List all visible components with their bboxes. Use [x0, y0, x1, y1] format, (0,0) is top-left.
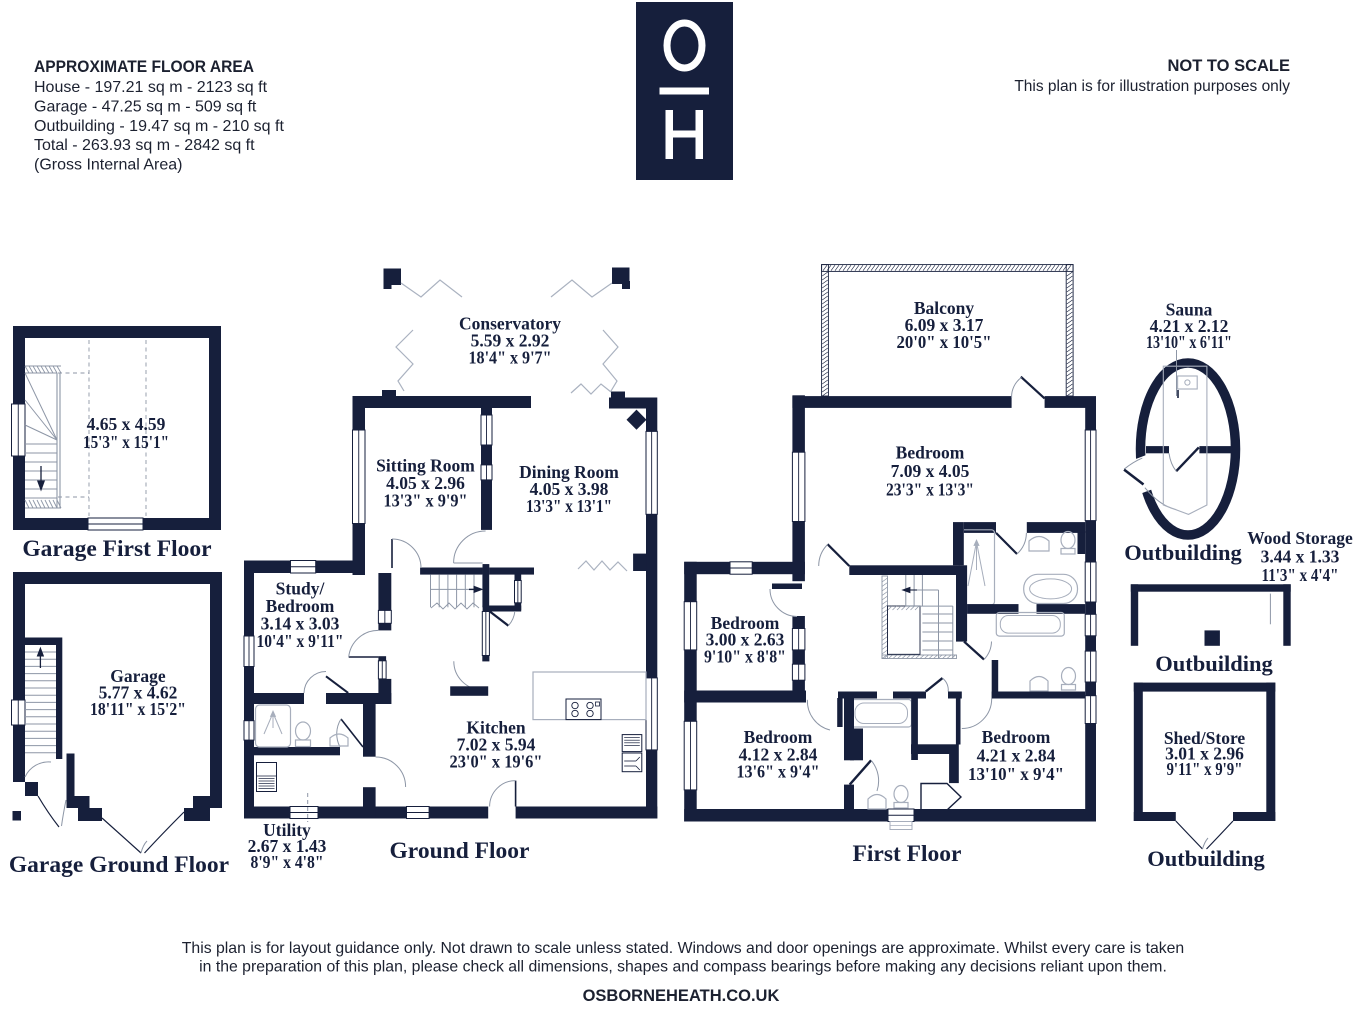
svg-text:4.65 x 4.59: 4.65 x 4.59	[87, 414, 166, 434]
svg-text:(Gross Internal Area): (Gross Internal Area)	[34, 157, 183, 174]
svg-text:First Floor: First Floor	[853, 841, 962, 867]
svg-text:House - 197.21 sq m - 2123 sq: House - 197.21 sq m - 2123 sq ft	[34, 79, 268, 96]
svg-text:Bedroom: Bedroom	[982, 727, 1051, 747]
svg-text:Garage Ground Floor: Garage Ground Floor	[9, 852, 229, 878]
svg-text:13'10" x 9'4": 13'10" x 9'4"	[968, 764, 1064, 784]
svg-text:Wood Storage: Wood Storage	[1247, 528, 1353, 548]
svg-text:Outbuilding: Outbuilding	[1124, 540, 1242, 565]
svg-text:13'6" x 9'4": 13'6" x 9'4"	[737, 762, 820, 782]
svg-text:9'10" x 8'8": 9'10" x 8'8"	[704, 646, 786, 666]
svg-text:Garage First Floor: Garage First Floor	[22, 536, 211, 562]
svg-text:Dining Room: Dining Room	[519, 462, 619, 482]
svg-text:Garage: Garage	[110, 666, 166, 686]
svg-text:18'4" x 9'7": 18'4" x 9'7"	[469, 348, 552, 368]
svg-text:Balcony: Balcony	[914, 298, 975, 318]
svg-text:Bedroom: Bedroom	[266, 596, 335, 616]
svg-text:Shed/Store: Shed/Store	[1164, 728, 1246, 748]
svg-text:20'0" x 10'5": 20'0" x 10'5"	[897, 332, 992, 352]
svg-text:8'9" x 4'8": 8'9" x 4'8"	[251, 852, 324, 872]
svg-text:3.00 x 2.63: 3.00 x 2.63	[706, 630, 785, 650]
svg-text:13'3" x 9'9": 13'3" x 9'9"	[384, 491, 468, 511]
svg-text:4.12 x 2.84: 4.12 x 2.84	[739, 744, 818, 764]
svg-text:5.59 x 2.92: 5.59 x 2.92	[471, 331, 550, 351]
svg-text:5.77 x 4.62: 5.77 x 4.62	[99, 683, 178, 703]
svg-text:Garage - 47.25 sq m - 509 sq f: Garage - 47.25 sq m - 509 sq ft	[34, 98, 257, 115]
svg-text:3.44 x 1.33: 3.44 x 1.33	[1261, 547, 1340, 567]
svg-text:Sitting Room: Sitting Room	[376, 456, 475, 476]
svg-text:18'11" x 15'2": 18'11" x 15'2"	[90, 699, 186, 719]
svg-text:7.02 x 5.94: 7.02 x 5.94	[457, 735, 536, 755]
svg-text:in the preparation of this pla: in the preparation of this plan, please …	[199, 959, 1167, 976]
svg-text:OSBORNEHEATH.CO.UK: OSBORNEHEATH.CO.UK	[583, 987, 780, 1005]
svg-text:7.09 x 4.05: 7.09 x 4.05	[891, 461, 970, 481]
svg-text:13'10" x 6'11": 13'10" x 6'11"	[1146, 332, 1232, 352]
svg-text:23'0" x 19'6": 23'0" x 19'6"	[450, 752, 543, 772]
svg-text:11'3" x 4'4": 11'3" x 4'4"	[1262, 565, 1339, 585]
svg-text:23'3" x 13'3": 23'3" x 13'3"	[886, 480, 974, 500]
svg-text:4.21 x 2.84: 4.21 x 2.84	[977, 746, 1056, 766]
svg-text:Study/: Study/	[276, 579, 326, 599]
svg-text:This plan is for layout guidan: This plan is for layout guidance only. N…	[182, 940, 1184, 957]
svg-text:13'3" x 13'1": 13'3" x 13'1"	[526, 496, 612, 516]
svg-text:Kitchen: Kitchen	[466, 718, 526, 738]
svg-text:Bedroom: Bedroom	[744, 727, 813, 747]
svg-text:3.14 x 3.03: 3.14 x 3.03	[261, 614, 340, 634]
svg-text:3.01 x 2.96: 3.01 x 2.96	[1165, 744, 1244, 764]
svg-text:NOT TO SCALE: NOT TO SCALE	[1167, 57, 1290, 75]
svg-text:4.05 x 3.98: 4.05 x 3.98	[530, 479, 609, 499]
svg-text:APPROXIMATE FLOOR AREA: APPROXIMATE FLOOR AREA	[34, 57, 254, 76]
svg-text:4.05 x 2.96: 4.05 x 2.96	[386, 473, 465, 493]
svg-text:4.21 x 2.12: 4.21 x 2.12	[1150, 316, 1229, 336]
svg-text:15'3" x 15'1": 15'3" x 15'1"	[83, 432, 169, 452]
svg-text:Outbuilding - 19.47 sq m - 210: Outbuilding - 19.47 sq m - 210 sq ft	[34, 118, 284, 135]
svg-text:Bedroom: Bedroom	[711, 613, 780, 633]
svg-text:9'11" x 9'9": 9'11" x 9'9"	[1167, 759, 1243, 779]
svg-text:Conservatory: Conservatory	[459, 314, 561, 334]
svg-text:Outbuilding: Outbuilding	[1155, 651, 1273, 676]
svg-text:Bedroom: Bedroom	[896, 443, 965, 463]
svg-text:Utility: Utility	[263, 820, 311, 840]
svg-text:This plan is for illustration: This plan is for illustration purposes o…	[1014, 78, 1290, 95]
svg-text:Total - 263.93 sq m - 2842 sq: Total - 263.93 sq m - 2842 sq ft	[34, 137, 255, 154]
svg-text:10'4" x 9'11": 10'4" x 9'11"	[257, 631, 344, 651]
svg-text:2.67 x 1.43: 2.67 x 1.43	[248, 836, 327, 856]
svg-text:Outbuilding: Outbuilding	[1147, 846, 1265, 871]
svg-text:Sauna: Sauna	[1166, 300, 1213, 320]
svg-text:Ground Floor: Ground Floor	[390, 838, 530, 864]
svg-text:6.09 x 3.17: 6.09 x 3.17	[905, 315, 984, 335]
